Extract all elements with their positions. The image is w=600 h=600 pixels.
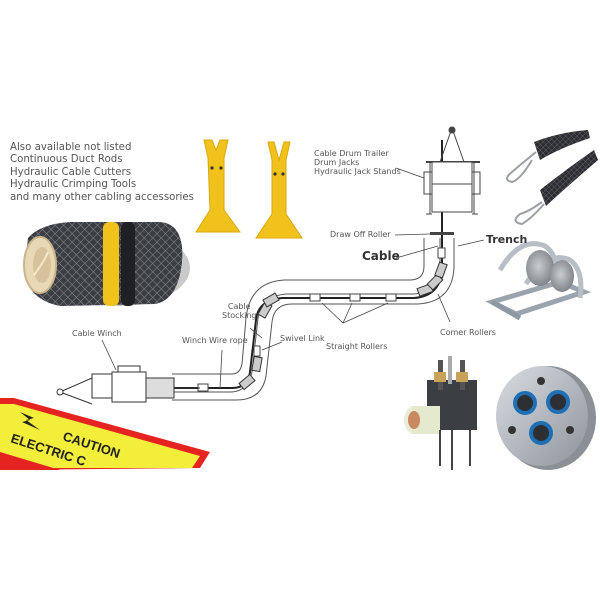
jack-stands-image [195,139,303,239]
draw-off-roller [430,232,454,235]
label-line: Cable [227,302,251,311]
cable-label: Cable [362,249,400,263]
accessories-note: Also available not listed Continuous Duc… [10,142,194,204]
label-line: Cable Drum Trailer [314,149,389,158]
corner-rollers-label: Comer Rollers [440,328,496,337]
leader-lines [101,167,485,389]
label-line: Drum Jacks [314,157,360,167]
cable-stocking-label: Cable Stocking [222,302,257,321]
trench-label: Trench [486,233,528,246]
cable-transit-seal-image [496,366,596,470]
note-line: Hydraulic Cable Cutters [10,166,132,178]
trench-outline [172,238,455,401]
cable-drum-trailer [423,126,481,215]
straight-rollers [197,293,397,392]
cable-link [437,247,446,259]
label-line: Stocking [222,310,257,320]
cable-roller-image [485,241,592,321]
straight-rollers-label: Straight Rollers [326,342,388,351]
winch-wire-rope-label: Winch Wire rope [182,336,248,345]
cable-winch-label: Cable Winch [72,329,122,338]
note-line: and many other cabling accessories [10,191,194,203]
swivel-link-label: Swivel Link [280,334,325,343]
drum-trailer-label: Cable Drum Trailer Drum Jacks Hydraulic … [314,149,401,176]
caution-tape-image: CAUTION ELECTRIC C [0,398,210,470]
swivel-link [253,345,261,357]
cable-line [160,140,443,389]
cable-winch [56,365,200,405]
label-line: Hydraulic Jack Stands [314,166,401,176]
note-line: Continuous Duct Rods [10,154,123,166]
draw-off-roller-label: Draw Off Roller [330,230,391,239]
note-line: Hydraulic Crimping Tools [10,179,137,191]
note-line: Also available not listed [10,142,132,153]
cable-stockings-image [506,130,598,226]
duct-rod-coil-image [23,222,190,306]
hydraulic-tool-image [404,356,477,470]
corner-rollers [238,261,448,391]
